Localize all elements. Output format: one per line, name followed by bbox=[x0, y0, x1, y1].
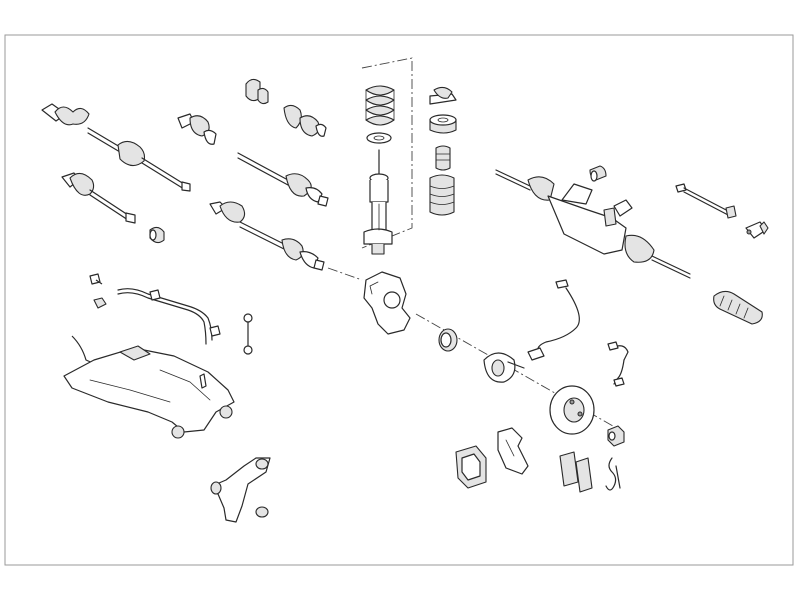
cv-boot-right bbox=[283, 104, 327, 137]
cv-boot-top bbox=[245, 78, 269, 105]
brake-disc bbox=[549, 385, 595, 435]
caliper-carrier bbox=[497, 427, 529, 475]
coil-spring bbox=[365, 85, 395, 126]
bump-stop bbox=[435, 145, 451, 171]
drive-shaft-lower-left bbox=[61, 172, 136, 224]
stabilizer-link bbox=[243, 313, 253, 355]
tie-rod-end bbox=[745, 221, 769, 239]
cv-boot-kit-left bbox=[177, 113, 217, 145]
pad-spring-clip bbox=[605, 457, 621, 491]
drive-shaft-middle bbox=[237, 152, 329, 207]
drive-shaft-upper-left bbox=[41, 103, 191, 192]
brake-pads bbox=[559, 451, 593, 493]
tie-rod bbox=[675, 183, 737, 219]
drive-shaft-lower bbox=[209, 201, 325, 271]
wheel-hub bbox=[483, 352, 525, 383]
strut-top-mount bbox=[429, 86, 457, 105]
lower-control-arm bbox=[210, 457, 271, 523]
spring-seat bbox=[366, 132, 392, 144]
steering-rack bbox=[495, 169, 691, 279]
dust-boot bbox=[429, 174, 455, 216]
cv-bush bbox=[149, 226, 165, 244]
brake-hose bbox=[607, 341, 629, 387]
shock-absorber bbox=[363, 149, 393, 255]
front-subframe bbox=[63, 335, 235, 439]
diagram-frame bbox=[4, 34, 794, 566]
stabilizer-bar bbox=[117, 288, 221, 345]
abs-sensor bbox=[527, 279, 580, 361]
steering-rack-boot bbox=[713, 290, 763, 325]
brake-caliper bbox=[455, 445, 487, 489]
steering-knuckle bbox=[363, 271, 411, 335]
stabilizer-links-small bbox=[89, 273, 107, 309]
hub-nut bbox=[607, 425, 625, 447]
strut-bearing bbox=[429, 114, 457, 134]
wheel-bearing bbox=[438, 328, 458, 352]
rack-bush bbox=[589, 165, 607, 182]
